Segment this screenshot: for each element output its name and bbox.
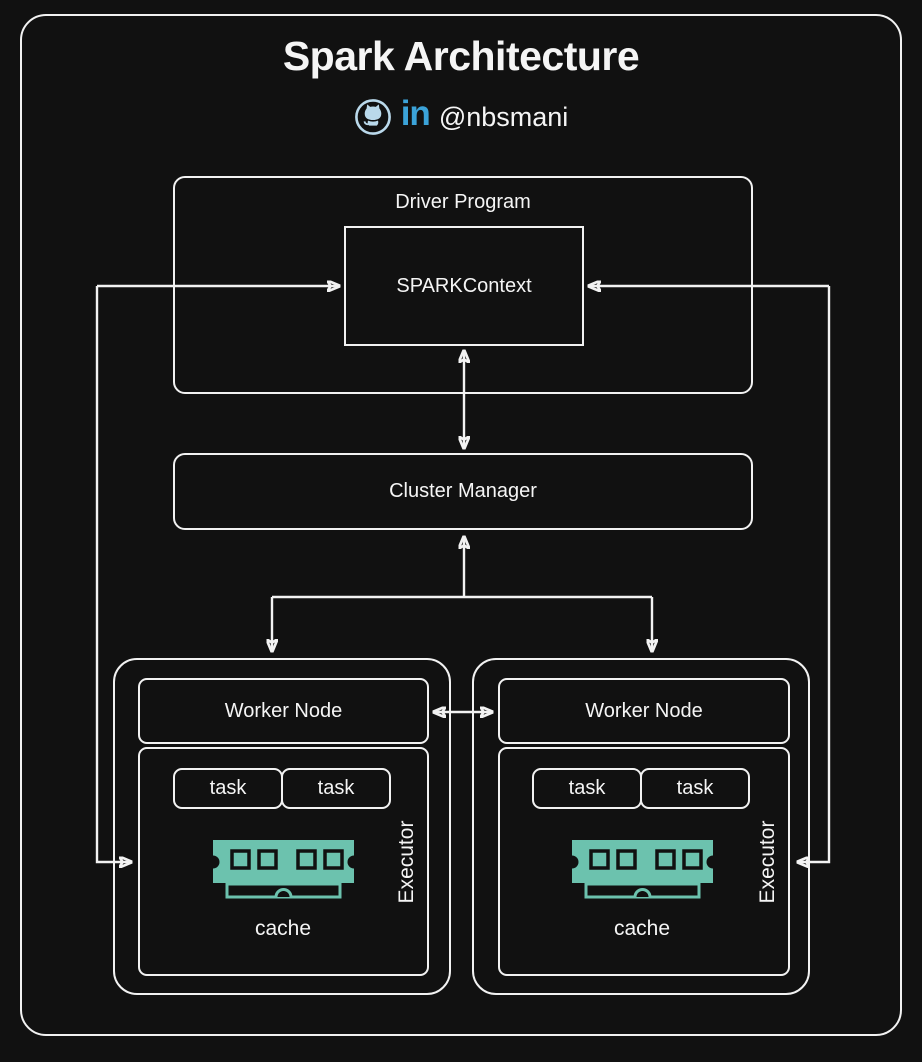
driver-program-label: Driver Program	[395, 191, 531, 213]
github-icon	[354, 99, 391, 135]
linkedin-icon: in	[400, 94, 431, 133]
task-label: task	[676, 777, 714, 799]
task-label: task	[317, 777, 355, 799]
task-box: task	[640, 768, 750, 809]
outer-frame	[20, 14, 902, 1036]
task-box: task	[281, 768, 391, 809]
cache-memory-icon	[212, 840, 355, 899]
cache-label: cache	[613, 917, 671, 940]
social-handle: @nbsmani	[438, 101, 569, 132]
page-title: Spark Architecture	[282, 33, 640, 79]
task-label: task	[209, 777, 247, 799]
spark-context-box: SPARKContext	[344, 226, 584, 346]
task-box: task	[173, 768, 283, 809]
worker-node-label: Worker Node	[224, 699, 343, 722]
executor-box	[498, 747, 790, 976]
social-row: in @nbsmani	[0, 94, 922, 138]
worker-node-header: Worker Node	[138, 678, 429, 744]
executor-box	[138, 747, 429, 976]
task-label: task	[568, 777, 606, 799]
cache-memory-icon	[571, 840, 714, 899]
executor-label: Executor	[756, 820, 779, 904]
worker-node-label: Worker Node	[585, 699, 703, 722]
executor-label: Executor	[395, 820, 418, 904]
cache-label: cache	[254, 917, 312, 940]
worker-node-header: Worker Node	[498, 678, 790, 744]
cluster-manager-label: Cluster Manager	[389, 480, 537, 502]
task-box: task	[532, 768, 642, 809]
spark-context-label: SPARKContext	[396, 274, 532, 297]
cluster-manager-box: Cluster Manager	[173, 453, 753, 530]
